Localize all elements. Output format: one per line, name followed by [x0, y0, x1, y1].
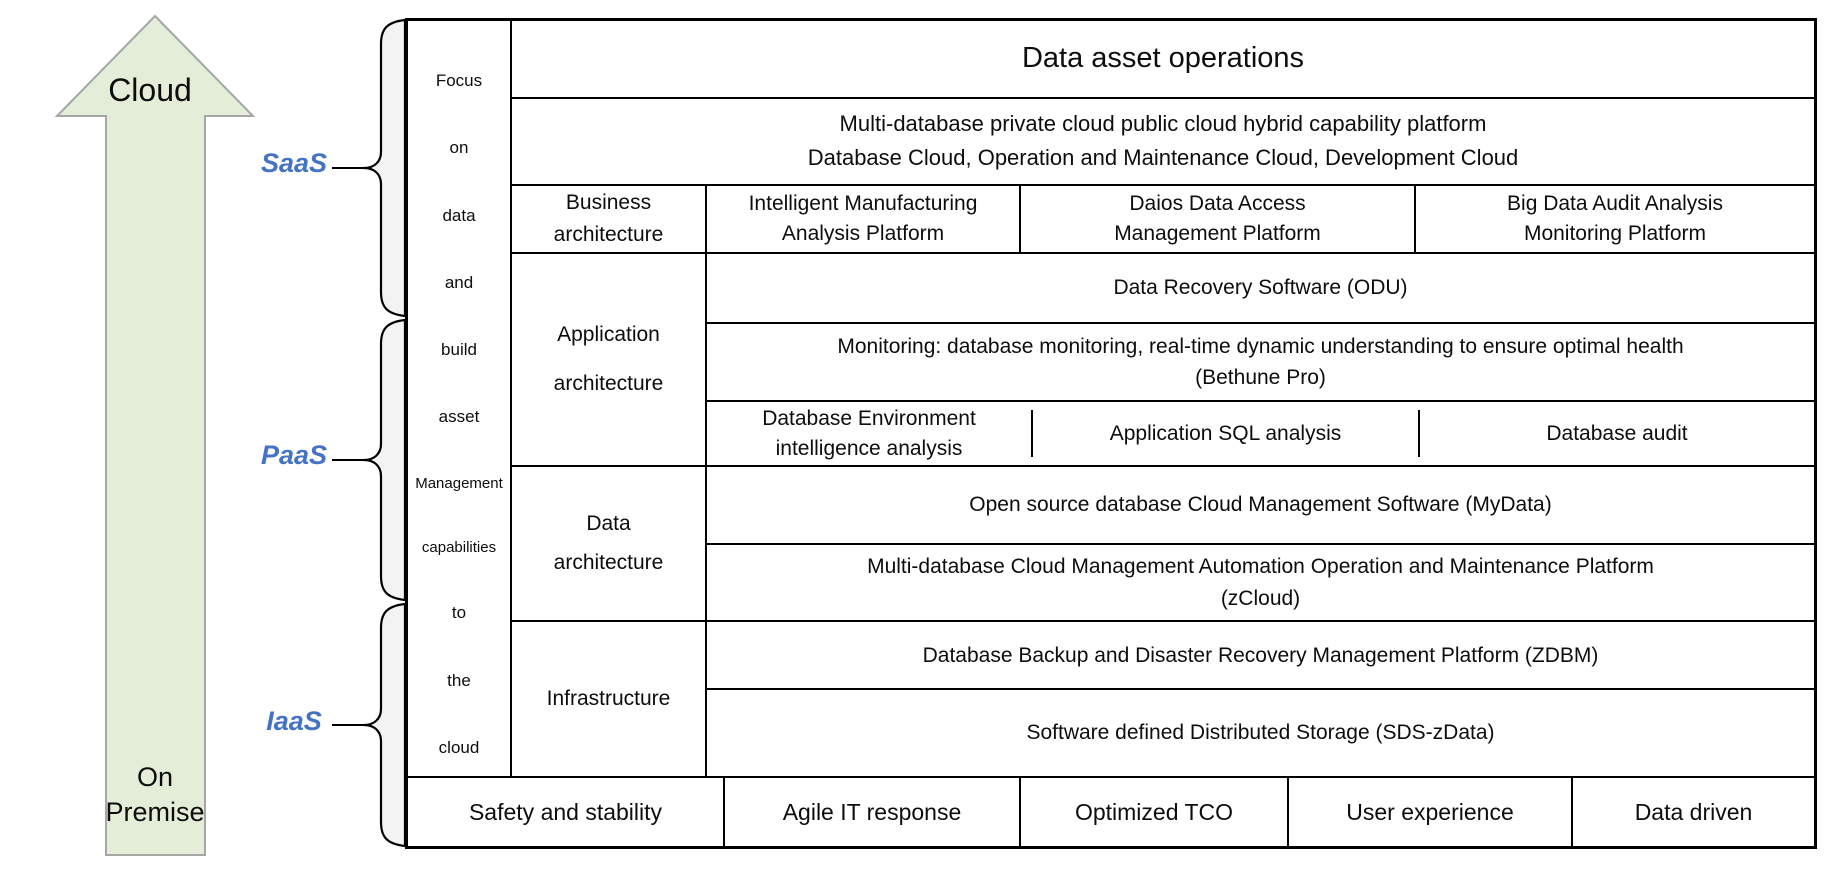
cell-divider: [1031, 409, 1033, 458]
infrastructure-content: Database Backup and Disaster Recovery Ma…: [707, 622, 1814, 776]
paas-brace: [363, 318, 407, 602]
row-business-architecture: Business architecture Intelligent Manufa…: [512, 185, 1814, 255]
infrastructure-label: Infrastructure: [512, 622, 707, 777]
cell-sds-zdata: Software defined Distributed Storage (SD…: [1026, 721, 1495, 745]
row-infrastructure: Infrastructure Database Backup and Disas…: [512, 622, 1814, 777]
table-top-section: Focus on data and build asset Management…: [408, 21, 1814, 778]
focus-word: asset: [438, 407, 480, 427]
focus-word: on: [449, 138, 469, 158]
row-data-architecture: Data architecture Open source database C…: [512, 466, 1814, 623]
row-hybrid-platform: Multi-database private cloud public clou…: [512, 99, 1814, 186]
cell-daios-data-access: Daios Data Access Management Platform: [1021, 185, 1416, 253]
cell-zdbm: Database Backup and Disaster Recovery Ma…: [707, 622, 1814, 691]
cell-zcloud: Multi-database Cloud Management Automati…: [867, 555, 1654, 610]
paas-label: PaaS: [260, 440, 328, 470]
saas-label: SaaS: [260, 148, 328, 178]
architecture-table: Focus on data and build asset Management…: [405, 18, 1817, 849]
footer-cell-optimized-tco: Optimized TCO: [1021, 778, 1289, 846]
cell-big-data-audit: Big Data Audit Analysis Monitoring Platf…: [1507, 192, 1723, 245]
cell-bethune-pro: Monitoring: database monitoring, real-ti…: [707, 324, 1814, 403]
focus-word: capabilities: [421, 539, 497, 557]
footer-cell-safety-and-stability: Safety and stability: [408, 778, 725, 846]
application-content: Data Recovery Software (ODU) Monitoring:…: [707, 254, 1814, 464]
focus-word: to: [451, 603, 467, 623]
cell-db-environment-analysis: Database Environment intelligence analys…: [762, 406, 976, 460]
cell-application-sql-analysis: Application SQL analysis: [1109, 421, 1342, 445]
iaas-label: IaaS: [266, 706, 322, 736]
application-subrow: Database Environment intelligence analys…: [707, 402, 1814, 464]
data-architecture-label: Data architecture: [512, 466, 707, 621]
row-application-architecture: Application architecture Data Recovery S…: [512, 254, 1814, 467]
focus-word: cloud: [438, 737, 480, 757]
cloud-arrow-shape: [54, 14, 256, 856]
application-architecture-label: Application architecture: [512, 254, 707, 465]
footer-row: Safety and stability Agile IT response O…: [408, 778, 1814, 846]
cell-database-audit: Database audit: [1546, 421, 1688, 445]
business-architecture-label: Business architecture: [512, 185, 707, 253]
footer-cell-agile-it-response: Agile IT response: [725, 778, 1021, 846]
focus-word: the: [447, 670, 471, 690]
hybrid-platform-line-2: Database Cloud, Operation and Maintenanc…: [807, 145, 1519, 171]
cell-odu: Data Recovery Software (ODU): [707, 254, 1814, 325]
header-data-asset-operations: Data asset operations: [512, 21, 1814, 99]
iaas-brace: [363, 602, 407, 848]
cell-intelligent-manufacturing: Intelligent Manufacturing Analysis Platf…: [707, 185, 1021, 253]
cell-mydata: Open source database Cloud Management So…: [707, 467, 1814, 545]
focus-word: Focus: [435, 71, 483, 90]
focus-column: Focus on data and build asset Management…: [408, 21, 512, 776]
cell-divider: [1418, 409, 1420, 458]
focus-word: build: [441, 340, 477, 360]
focus-word: and: [444, 272, 474, 292]
saas-brace: [363, 18, 407, 318]
hybrid-platform-line-1: Multi-database private cloud public clou…: [839, 111, 1487, 137]
cloud-arrow-top-label: Cloud: [108, 72, 192, 108]
on-premise-label: On Premise: [105, 762, 205, 828]
table-rows: Data asset operations Multi-database pri…: [512, 21, 1814, 777]
focus-word: data: [442, 205, 476, 225]
focus-word: Management: [415, 474, 503, 492]
data-architecture-content: Open source database Cloud Management So…: [707, 467, 1814, 621]
footer-cell-user-experience: User experience: [1289, 778, 1573, 846]
footer-cell-data-driven: Data driven: [1634, 798, 1753, 825]
